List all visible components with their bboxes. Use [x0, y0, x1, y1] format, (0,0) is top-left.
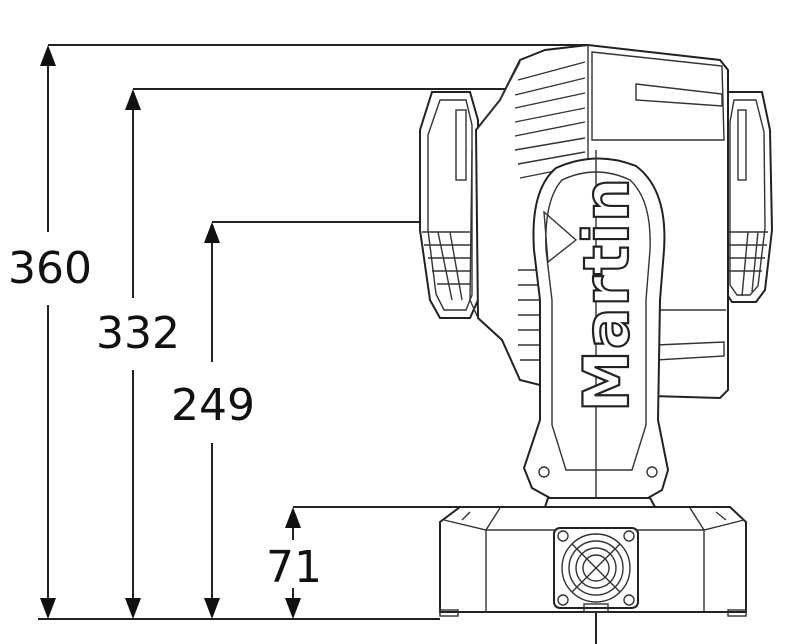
dimension-332: 332 [96, 89, 180, 619]
dimension-label-249: 249 [171, 380, 255, 431]
yoke-arm: Martin [522, 150, 670, 499]
dimension-label-360: 360 [8, 243, 92, 294]
right-side-panel [723, 91, 774, 303]
dimension-lines: 360 332 249 71 [8, 44, 588, 620]
left-side-panel [419, 91, 479, 319]
dimension-label-71: 71 [266, 542, 322, 593]
brand-logo-text: Martin [570, 177, 643, 412]
dimension-71: 71 [266, 507, 322, 619]
dimension-249: 249 [171, 222, 255, 619]
dimension-label-332: 332 [96, 308, 180, 359]
fan-icon [553, 527, 639, 613]
dimension-360: 360 [8, 45, 92, 619]
moving-head-fixture: Martin [419, 43, 774, 644]
